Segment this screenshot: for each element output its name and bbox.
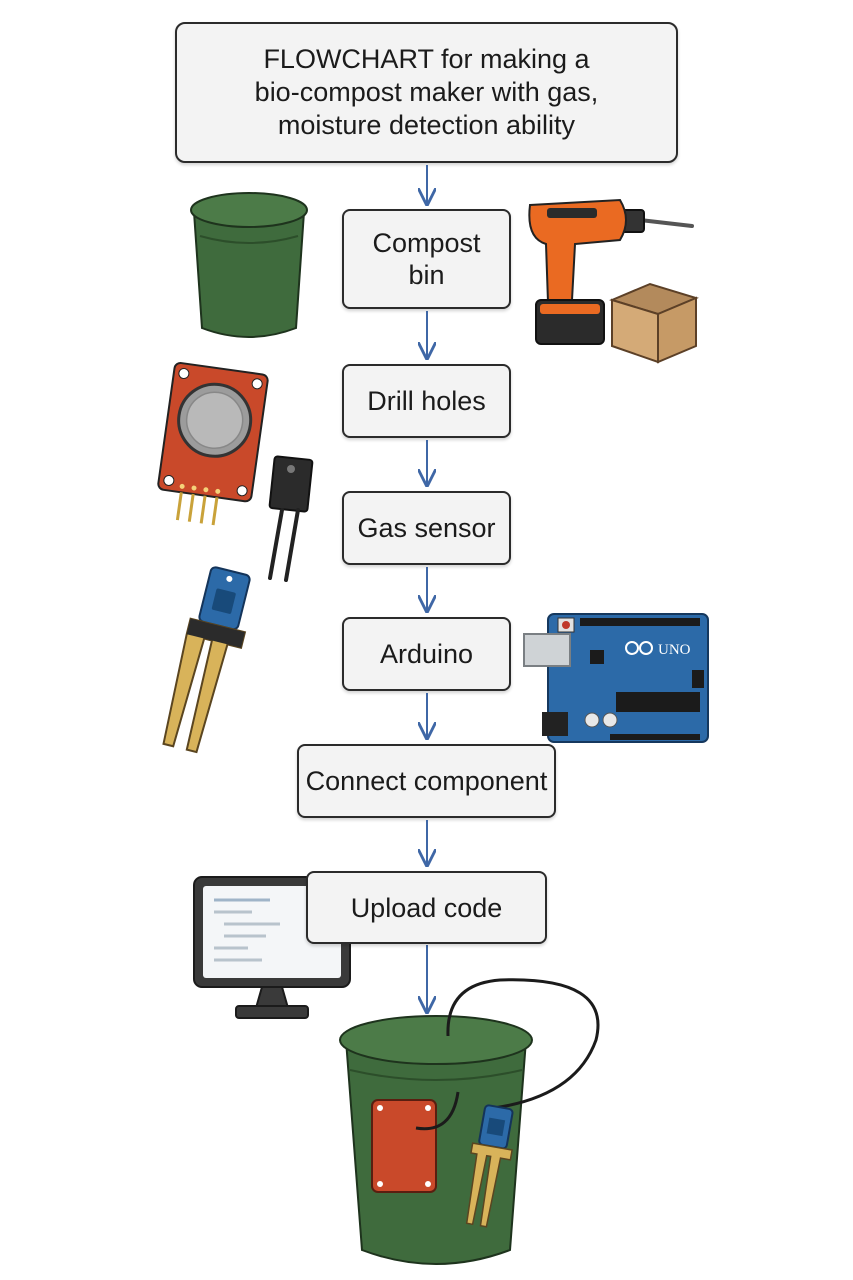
step-label: Upload code <box>350 892 503 923</box>
step-drill-holes: Drill holes <box>342 364 511 438</box>
step-label: Drill holes <box>367 386 486 416</box>
step-gas-sensor: Gas sensor <box>342 491 511 565</box>
moisture-sensor-icon <box>162 566 251 754</box>
step-label: Arduino <box>379 639 474 669</box>
assembled-compost-bin-icon <box>339 978 600 1265</box>
arduino-uno-board-icon: UNO <box>523 613 709 743</box>
title-text: FLOWCHART for making a bio-compost maker… <box>254 44 599 140</box>
board-label: UNO <box>658 642 691 658</box>
step-arduino: Arduino <box>342 617 511 691</box>
step-label: Connect component <box>305 766 548 796</box>
drill-icon <box>528 198 694 345</box>
step-upload-code: Upload code <box>306 871 547 944</box>
flowchart-title: FLOWCHART for making a bio-compost maker… <box>175 22 678 163</box>
step-label: Compost bin <box>372 228 481 290</box>
cardboard-box-icon <box>609 282 699 364</box>
compost-bin-icon <box>190 192 308 338</box>
step-label: Gas sensor <box>357 513 496 543</box>
transistor-icon <box>268 455 314 582</box>
step-compost-bin: Compost bin <box>342 209 511 309</box>
step-connect-component: Connect component <box>297 744 556 818</box>
gas-sensor-module-icon <box>157 361 269 526</box>
